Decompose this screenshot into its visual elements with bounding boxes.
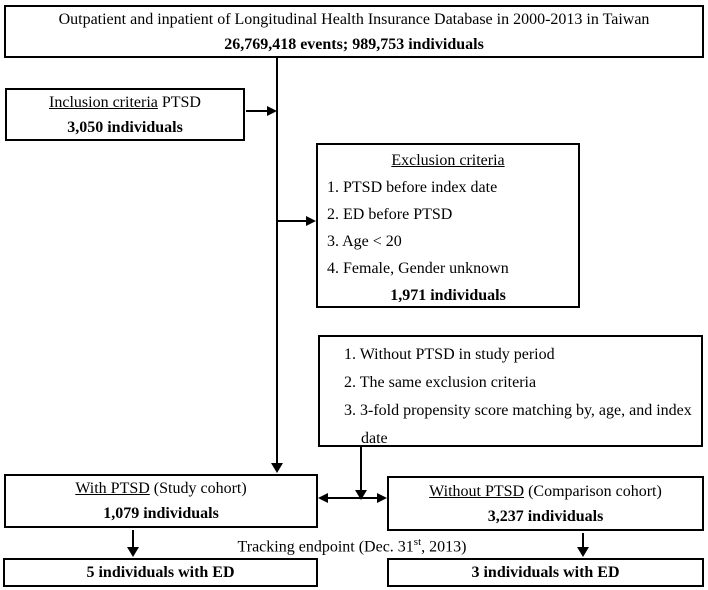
study-cohort-title-underlined: With PTSD	[75, 480, 150, 497]
study-cohort-title: With PTSD (Study cohort)	[6, 476, 316, 501]
comparison-cohort-title-rest: (Comparison cohort)	[524, 482, 662, 500]
comparison-cohort-title: Without PTSD (Comparison cohort)	[389, 479, 702, 504]
outcome-right-text: 3 individuals with ED	[471, 563, 620, 581]
outcome-left-text: 5 individuals with ED	[86, 563, 235, 581]
arrowhead-right-icon	[377, 493, 387, 503]
comparison-criteria-item-3: 3. 3-fold propensity score matching by, …	[344, 402, 692, 447]
tracking-prefix: Tracking endpoint (Dec. 31	[237, 538, 414, 556]
exclusion-item-1: 1. PTSD before index date	[327, 179, 498, 196]
study-cohort-count: 1,079 individuals	[103, 505, 219, 522]
comparison-cohort-box: Without PTSD (Comparison cohort) 3,237 i…	[387, 476, 704, 531]
arrowhead-down-icon	[127, 547, 139, 557]
inclusion-criteria-box: Inclusion criteria PTSD 3,050 individual…	[5, 88, 245, 141]
arrowhead-down-icon	[271, 463, 283, 473]
comparison-cohort-title-underlined: Without PTSD	[429, 482, 525, 500]
arrowhead-right-icon	[306, 216, 316, 226]
connector-exclusion	[278, 220, 306, 222]
arrowhead-down-icon	[355, 490, 367, 500]
outcome-left-box: 5 individuals with ED	[3, 558, 318, 587]
connector-main-vertical	[276, 58, 278, 465]
inclusion-count: 3,050 individuals	[67, 118, 183, 136]
arrowhead-right-icon	[267, 106, 277, 116]
inclusion-title: Inclusion criteria PTSD	[7, 90, 243, 115]
exclusion-title: Exclusion criteria	[391, 152, 505, 169]
tracking-superscript: st	[413, 536, 422, 548]
study-cohort-box: With PTSD (Study cohort) 1,079 individua…	[4, 474, 318, 528]
comparison-criteria-item-2: 2. The same exclusion criteria	[344, 374, 537, 391]
exclusion-item-2: 2. ED before PTSD	[327, 206, 453, 223]
connector-inclusion	[246, 110, 268, 112]
comparison-criteria-item-1: 1. Without PTSD in study period	[344, 346, 555, 363]
exclusion-criteria-box: Exclusion criteria 1. PTSD before index …	[316, 143, 580, 308]
tracking-endpoint-label: Tracking endpoint (Dec. 31st, 2013)	[160, 531, 544, 558]
outcome-right-box: 3 individuals with ED	[387, 558, 704, 587]
comparison-criteria-box: 1. Without PTSD in study period 2. The s…	[318, 335, 703, 447]
arrowhead-left-icon	[318, 493, 328, 503]
exclusion-item-3: 3. Age < 20	[327, 233, 402, 250]
connector-study-outcome	[132, 530, 134, 548]
exclusion-count: 1,971 individuals	[390, 287, 506, 304]
exclusion-item-4: 4. Female, Gender unknown	[327, 260, 509, 277]
inclusion-title-underlined: Inclusion criteria	[49, 93, 158, 111]
inclusion-title-rest: PTSD	[157, 93, 201, 111]
connector-comparison-down	[360, 447, 362, 491]
database-title: Outpatient and inpatient of Longitudinal…	[58, 10, 650, 28]
connector-cohorts-double	[326, 497, 379, 499]
connector-comparison-outcome	[582, 533, 584, 548]
comparison-cohort-count: 3,237 individuals	[487, 507, 604, 525]
study-cohort-title-rest: (Study cohort)	[149, 480, 247, 497]
tracking-suffix: , 2013)	[421, 538, 467, 556]
arrowhead-down-icon	[577, 547, 589, 557]
database-count: 26,769,418 events; 989,753 individuals	[224, 35, 484, 53]
database-box: Outpatient and inpatient of Longitudinal…	[4, 5, 704, 58]
